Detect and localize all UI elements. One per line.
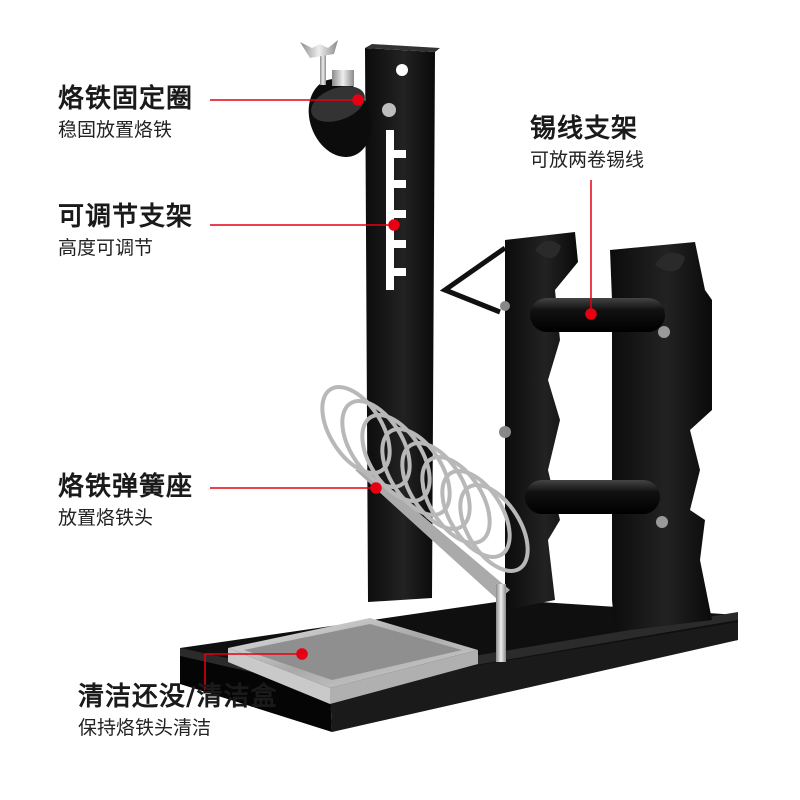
callout-lines	[204, 94, 597, 690]
callout-wire-holder-subtitle: 可放两卷锡线	[530, 149, 645, 171]
wire-spool-holder	[439, 232, 712, 632]
cleaning-tray	[228, 618, 478, 704]
callout-cleaning-box: 清洁还没/清洁盒 保持烙铁头清洁	[78, 680, 278, 742]
callout-spring-seat-title: 烙铁弹簧座	[58, 472, 194, 502]
callout-cleaning-box-title: 清洁还没/清洁盒	[78, 682, 278, 712]
callout-adjustable-stand-title: 可调节支架	[58, 202, 194, 232]
callout-spring-seat-subtitle: 放置烙铁头	[58, 507, 154, 529]
iron-spring-seat	[320, 385, 530, 662]
callout-iron-ring-title: 烙铁固定圈	[58, 84, 194, 114]
spool-rod-upper	[530, 298, 665, 332]
height-adjust-slot	[386, 130, 406, 290]
spool-rod-lower	[525, 480, 660, 514]
callout-wire-holder: 锡线支架 可放两卷锡线	[530, 112, 644, 174]
callout-spring-seat: 烙铁弹簧座 放置烙铁头	[58, 470, 193, 532]
callout-adjustable-stand-subtitle: 高度可调节	[58, 237, 154, 259]
callout-iron-ring: 烙铁固定圈 稳固放置烙铁	[58, 82, 193, 144]
callout-adjustable-stand: 可调节支架 高度可调节	[58, 200, 193, 262]
callout-cleaning-box-subtitle: 保持烙铁头清洁	[78, 717, 212, 739]
callout-wire-holder-title: 锡线支架	[530, 114, 639, 144]
wire-guide-loop	[439, 245, 507, 315]
callout-iron-ring-subtitle: 稳固放置烙铁	[58, 119, 173, 141]
